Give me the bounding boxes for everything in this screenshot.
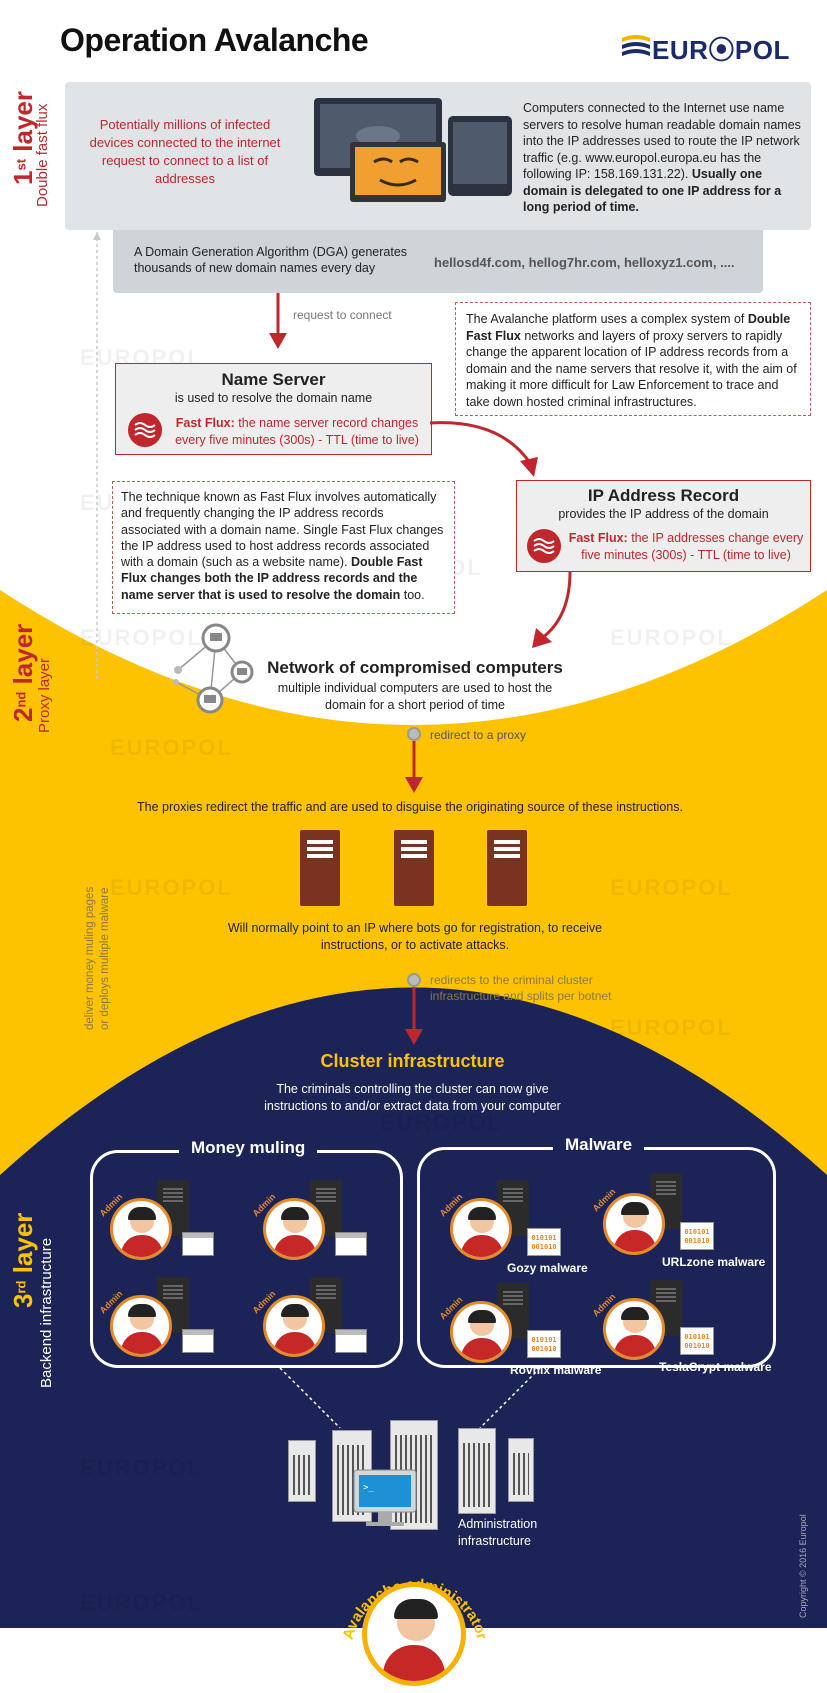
arrow-request bbox=[269, 293, 287, 349]
proxy-bots-text: Will normally point to an IP where bots … bbox=[227, 921, 603, 952]
side-note: deliver money muling pages or deploys mu… bbox=[84, 886, 111, 1030]
avalanche-platform-note: The Avalanche platform uses a complex sy… bbox=[455, 302, 811, 416]
watermark: EUROPOL bbox=[80, 625, 203, 650]
dns-explanation: Computers connected to the Internet use … bbox=[523, 101, 801, 214]
malware-label: Gozy malware bbox=[507, 1261, 588, 1275]
fast-flux-icon bbox=[527, 529, 561, 563]
dashed-guide-line bbox=[93, 232, 101, 682]
watermark: EUROPOL bbox=[610, 1015, 733, 1040]
name-server-box bbox=[115, 363, 432, 455]
europol-logo: EUR⦿POL bbox=[622, 30, 792, 65]
money-muling-title: Money muling bbox=[179, 1138, 318, 1158]
binary-code-icon: 010101 001010 bbox=[680, 1222, 714, 1250]
proxy-server-icon bbox=[487, 830, 527, 906]
layer-2-sublabel: Proxy layer bbox=[36, 657, 53, 733]
fast-flux-icon bbox=[128, 413, 162, 447]
page-title: Operation Avalanche bbox=[60, 22, 369, 58]
name-server-subtitle: is used to resolve the domain name bbox=[174, 391, 373, 405]
arrow-redirect-proxy bbox=[405, 741, 423, 793]
admin-avatar bbox=[603, 1298, 665, 1360]
copyright: Copyright © 2016 Europol bbox=[798, 1514, 808, 1618]
name-server-fast-flux: Fast Flux: the name server record change… bbox=[175, 416, 419, 447]
admin-avatar bbox=[110, 1198, 172, 1260]
admin-avatar bbox=[603, 1193, 665, 1255]
admin-computer-icon: >_ bbox=[353, 1469, 417, 1526]
flow-dot bbox=[407, 727, 421, 741]
server-rack-icon bbox=[458, 1428, 496, 1514]
server-rack-icon bbox=[508, 1438, 534, 1502]
layer-3-sublabel: Backend infrastructure bbox=[38, 1237, 55, 1388]
arrow-ns-to-ip bbox=[430, 421, 538, 477]
malware-label: URLzone malware bbox=[662, 1255, 766, 1269]
layer-3-label: 3rd layer bbox=[8, 1212, 38, 1308]
ip-record-title: IP Address Record bbox=[587, 486, 740, 505]
browser-window-icon bbox=[182, 1232, 214, 1256]
watermark: EUROPOL bbox=[610, 625, 733, 650]
arrow-redirect-cluster bbox=[405, 987, 423, 1045]
browser-window-icon bbox=[335, 1329, 367, 1353]
arrow-ip-to-network bbox=[532, 572, 572, 648]
ip-record-box bbox=[516, 480, 811, 572]
cluster-title: Cluster infrastructure bbox=[320, 1051, 505, 1071]
flow-dot bbox=[407, 973, 421, 987]
layer-2-label: 2nd layer bbox=[8, 623, 38, 722]
dga-domains: hellosd4f.com, hellog7hr.com, helloxyz1.… bbox=[434, 255, 735, 270]
dga-text: A Domain Generation Algorithm (DGA) gene… bbox=[134, 245, 408, 275]
proxy-server-icon bbox=[300, 830, 340, 906]
europol-flag-icon bbox=[622, 35, 650, 56]
cluster-text: The criminals controlling the cluster ca… bbox=[264, 1082, 561, 1113]
fast-flux-note: The technique known as Fast Flux involve… bbox=[112, 481, 455, 614]
watermark: EUROPOL bbox=[110, 875, 233, 900]
admin-infra-links bbox=[279, 1368, 541, 1429]
admin-infra-label: Administration infrastructure bbox=[458, 1517, 538, 1548]
network-text: multiple individual computers are used t… bbox=[277, 681, 553, 712]
binary-code-icon: 010101 001010 bbox=[527, 1228, 561, 1256]
binary-code-icon: 010101 001010 bbox=[680, 1327, 714, 1355]
logo-text: EUR⦿POL bbox=[652, 35, 790, 65]
proxy-server-icon bbox=[394, 830, 434, 906]
redirect-cluster-label: redirects to the criminal cluster infras… bbox=[430, 973, 612, 1003]
malware-label: Rovnix malware bbox=[510, 1363, 602, 1377]
malware-title: Malware bbox=[553, 1135, 645, 1155]
ip-record-subtitle: provides the IP address of the domain bbox=[558, 507, 769, 521]
network-title: Network of compromised computers bbox=[267, 658, 563, 677]
watermark: EUROPOL bbox=[110, 735, 233, 760]
ip-record-fast-flux: Fast Flux: the IP addresses change every… bbox=[568, 531, 804, 562]
admin-avatar bbox=[450, 1301, 512, 1363]
watermark: EUROPOL bbox=[80, 1590, 203, 1615]
admin-avatar bbox=[110, 1295, 172, 1357]
admin-avatar bbox=[263, 1198, 325, 1260]
watermark: EUROPOL bbox=[80, 1455, 203, 1480]
admin-avatar bbox=[450, 1198, 512, 1260]
admin-avatar bbox=[263, 1295, 325, 1357]
dga-box bbox=[113, 230, 763, 293]
name-server-title: Name Server bbox=[221, 370, 326, 389]
infected-devices-text: Potentially millions of infected devices… bbox=[89, 117, 281, 186]
proxy-text: The proxies redirect the traffic and are… bbox=[137, 800, 683, 814]
network-nodes-icon bbox=[173, 623, 254, 714]
server-rack-icon bbox=[288, 1440, 316, 1502]
redirect-proxy-label: redirect to a proxy bbox=[430, 728, 527, 742]
watermark: EUROPOL bbox=[380, 1110, 503, 1135]
infected-devices-icon bbox=[314, 98, 512, 202]
avalanche-admin-avatar bbox=[362, 1582, 466, 1686]
watermark: EUROPOL bbox=[610, 875, 733, 900]
malware-label: TeslaCrypt malware bbox=[659, 1360, 772, 1374]
svg-text:>_: >_ bbox=[363, 1483, 374, 1493]
request-label: request to connect bbox=[293, 308, 392, 322]
browser-window-icon bbox=[335, 1232, 367, 1256]
binary-code-icon: 010101 001010 bbox=[527, 1330, 561, 1358]
browser-window-icon bbox=[182, 1329, 214, 1353]
layer-1-sublabel: Double fast flux bbox=[34, 103, 51, 207]
